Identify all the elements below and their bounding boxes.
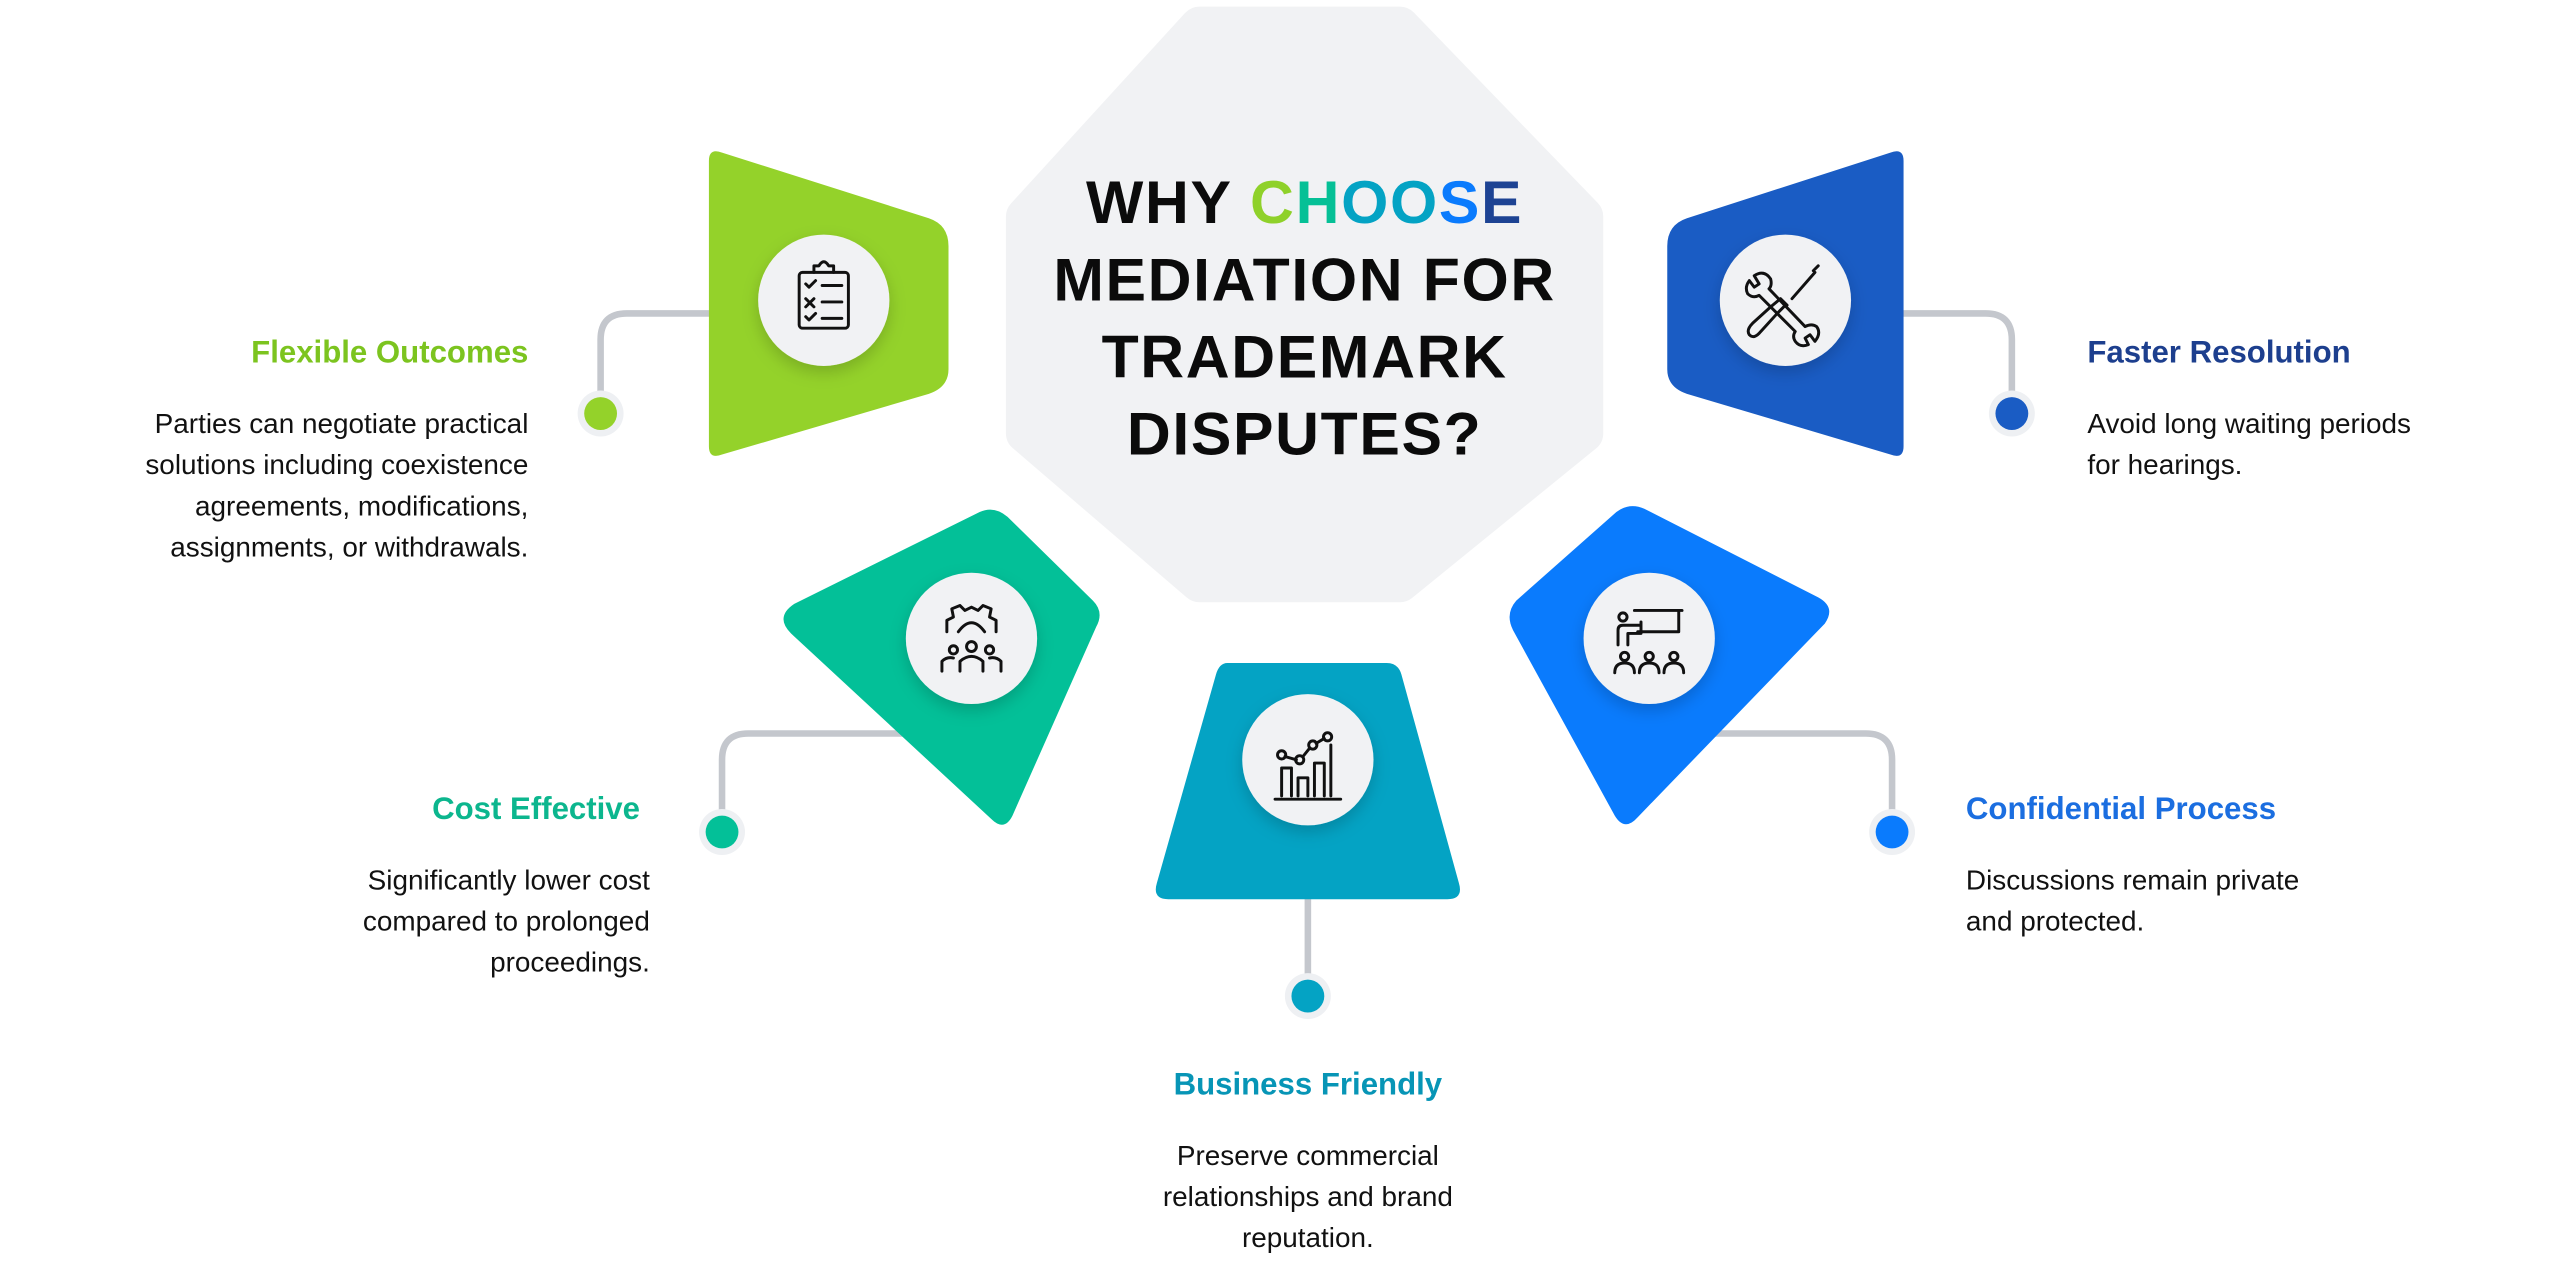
title-prefix: WHY — [1086, 169, 1251, 237]
title-letter: O — [1341, 169, 1390, 237]
desc-faster-resolution: Avoid long waiting periods for hearings. — [2087, 404, 2411, 486]
page-title: WHY CHOOSE MEDIATION FOR TRADEMARK DISPU… — [1026, 164, 1584, 473]
heading-cost-effective: Cost Effective — [432, 792, 640, 828]
icon-circle-confidential — [1583, 572, 1715, 704]
title-octagon — [1005, 6, 1604, 603]
wrench-screwdriver-icon — [1744, 264, 1821, 348]
icon-circle-faster — [1719, 234, 1852, 366]
desc-line: Parties can negotiate practical — [154, 408, 529, 440]
desc-confidential-process: Discussions remain private and protected… — [1966, 860, 2299, 942]
desc-line: and protected. — [1965, 905, 2145, 938]
presentation-audience-icon — [1613, 608, 1686, 675]
title-line: TRADEMARK — [1101, 323, 1508, 391]
desc-line: relationships and brand — [1162, 1181, 1453, 1213]
desc-cost-effective: Significantly lower cost compared to pro… — [363, 860, 650, 983]
dot-faster — [1995, 397, 2029, 430]
connector-confidential — [1690, 730, 1896, 821]
desc-line: Significantly lower cost — [367, 864, 650, 896]
heading-faster-resolution: Faster Resolution — [2087, 336, 2351, 371]
title-letter: S — [1438, 169, 1481, 237]
desc-line: Preserve commercial — [1176, 1140, 1439, 1172]
connector-flexible — [597, 310, 716, 403]
dot-confidential — [1875, 815, 1909, 849]
desc-line: assignments, or withdrawals. — [170, 531, 529, 563]
desc-flexible-outcomes: Parties can negotiate practical solution… — [145, 404, 528, 568]
connector-lines — [597, 310, 2016, 985]
title-highlight-choose: CHOOSE — [1250, 169, 1523, 236]
dot-business — [1291, 979, 1325, 1013]
desc-line: for hearings. — [2087, 449, 2243, 481]
title-letter: H — [1295, 169, 1342, 237]
bar-chart-growth-icon — [1273, 731, 1343, 801]
gear-team-icon — [940, 604, 1003, 673]
heading-flexible-outcomes: Flexible Outcomes — [251, 336, 529, 371]
desc-line: proceedings. — [490, 946, 650, 979]
desc-line: solutions including coexistence — [145, 449, 529, 481]
icon-circle-business — [1242, 694, 1374, 826]
clipboard-checklist-icon — [797, 260, 850, 330]
desc-line: Avoid long waiting periods — [2087, 408, 2411, 440]
desc-line: compared to prolonged — [362, 905, 650, 938]
title-letter: E — [1480, 169, 1524, 237]
icon-circle-flexible — [758, 234, 890, 366]
icon-circle-cost — [905, 572, 1038, 704]
dot-flexible — [584, 397, 618, 430]
dot-cost — [705, 815, 739, 849]
connector-cost — [718, 730, 903, 821]
heading-confidential-process: Confidential Process — [1965, 792, 2277, 828]
desc-line: reputation. — [1241, 1222, 1374, 1254]
desc-line: Discussions remain private — [1965, 864, 2300, 896]
title-line: MEDIATION FOR — [1053, 246, 1556, 314]
heading-business-friendly: Business Friendly — [1173, 1068, 1443, 1103]
title-letter: C — [1250, 169, 1296, 237]
title-line: DISPUTES? — [1126, 400, 1483, 468]
title-letter: O — [1389, 169, 1439, 237]
desc-line: agreements, modifications, — [195, 490, 529, 522]
desc-business-friendly: Preserve commercial relationships and br… — [1062, 1136, 1554, 1259]
connector-faster — [1896, 310, 2016, 403]
